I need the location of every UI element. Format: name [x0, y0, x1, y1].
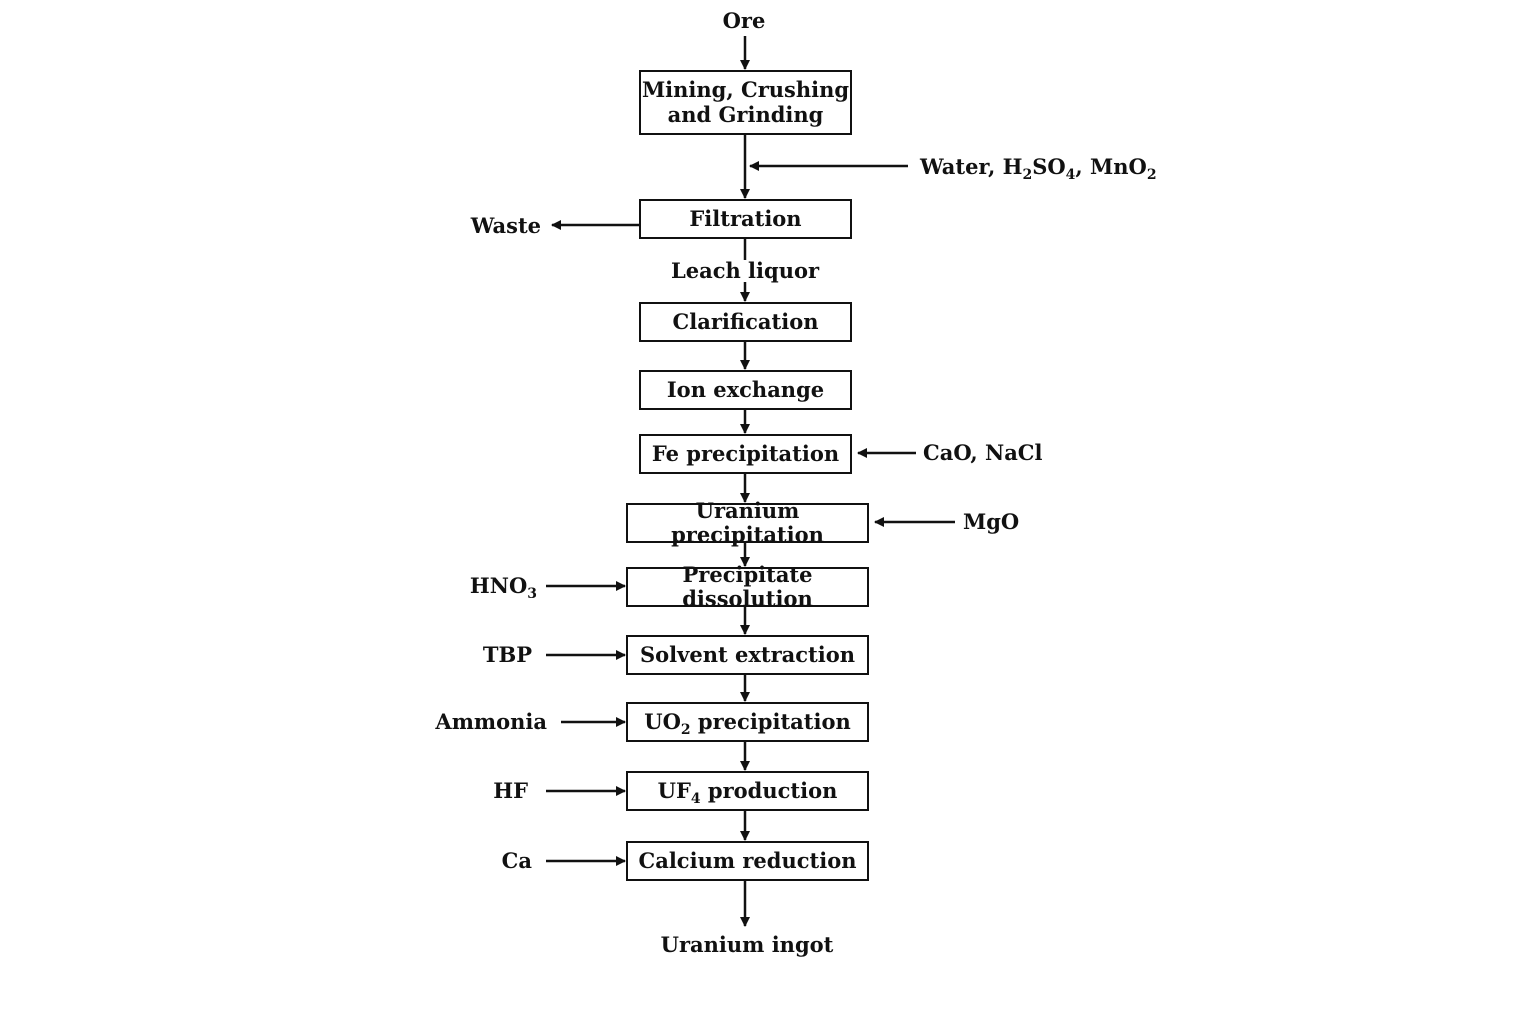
input-ore-label: Ore: [722, 8, 766, 33]
reagent-water-text: Water, H: [920, 154, 1023, 179]
step-uranium-precipitation: Uranium precipitation: [626, 498, 869, 547]
uf4-sub: 4: [690, 790, 701, 807]
reagent-ca: Ca: [501, 848, 532, 873]
reagent-mno2-sub: 2: [1146, 167, 1157, 183]
uo2-post: precipitation: [690, 708, 851, 734]
step-uf4-production: UF4 production: [626, 771, 869, 811]
waste-label: Waste: [470, 213, 541, 238]
step-clarification: Clarification: [639, 302, 852, 342]
reagent-hf: HF: [493, 778, 528, 803]
reagent-water-h2so4-mno2: Water, H2SO4, MnO2: [920, 154, 1157, 182]
reagent-ammonia: Ammonia: [435, 709, 547, 734]
step-mining-line1: Mining, Crushing: [641, 77, 850, 103]
leach-liquor-label: Leach liquor: [670, 258, 820, 283]
reagent-cao-nacl: CaO, NaCl: [923, 440, 1043, 465]
step-mining-line2: and Grinding: [667, 101, 824, 127]
reagent-tbp: TBP: [482, 642, 532, 667]
step-fe-precipitation: Fe precipitation: [639, 434, 852, 474]
uo2-pre: UO: [644, 708, 681, 734]
reagent-h2so4-sub1: 2: [1022, 167, 1033, 183]
uf4-post: production: [700, 777, 838, 803]
step-calcium-reduction: Calcium reduction: [626, 841, 869, 881]
step-precipitate-dissolution: Precipitate dissolution: [626, 562, 869, 611]
step-uo2-precipitation: UO2 precipitation: [626, 702, 869, 742]
reagent-hno3-pre: HNO: [469, 573, 528, 598]
reagent-hno3: HNO3: [469, 573, 537, 601]
step-solvent-extraction: Solvent extraction: [626, 635, 869, 675]
step-mining-crushing-grinding: Mining, Crushing and Grinding: [639, 70, 852, 135]
reagent-hno3-sub: 3: [527, 586, 537, 602]
reagent-mgo: MgO: [963, 509, 1020, 534]
step-filtration: Filtration: [639, 199, 852, 239]
step-ion-exchange: Ion exchange: [639, 370, 852, 410]
uo2-sub: 2: [680, 721, 691, 738]
reagent-mno2-text: , MnO: [1075, 154, 1147, 179]
reagent-h2so4-mid: SO: [1032, 154, 1066, 179]
uf4-pre: UF: [657, 777, 691, 803]
output-uranium-ingot-label: Uranium ingot: [660, 932, 834, 957]
reagent-h2so4-sub2: 4: [1065, 167, 1076, 183]
